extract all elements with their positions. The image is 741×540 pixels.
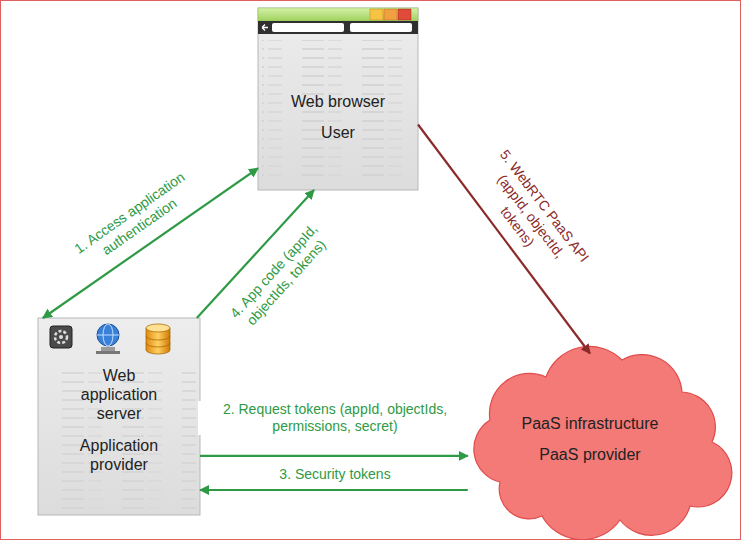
node-title: PaaS infrastructure — [490, 414, 690, 433]
connector-arrow — [200, 455, 468, 457]
cloud-node: PaaS infrastructurePaaS provider — [460, 350, 720, 525]
server-box: Web application serverApplication provid… — [38, 318, 200, 515]
cloud-shape — [474, 346, 732, 539]
connector-arrow — [200, 489, 468, 491]
edge-label: 3. Security tokens — [233, 466, 437, 483]
node-subtitle: Application provider — [69, 436, 169, 474]
node-subtitle: User — [263, 123, 413, 142]
browser-box: Web browserUser — [258, 8, 418, 190]
edge-label: 1. Access application authentication — [55, 158, 213, 282]
browser-window — [258, 8, 418, 190]
node-title: Web browser — [263, 92, 413, 111]
edge-label: 2. Request tokens (appId, objectIds, per… — [198, 401, 472, 435]
server-window — [38, 318, 200, 515]
node-subtitle: PaaS provider — [490, 445, 690, 464]
edge-label: 4. App code (appId, objectIds, tokens) — [223, 217, 337, 337]
node-title: Web application server — [69, 366, 169, 424]
